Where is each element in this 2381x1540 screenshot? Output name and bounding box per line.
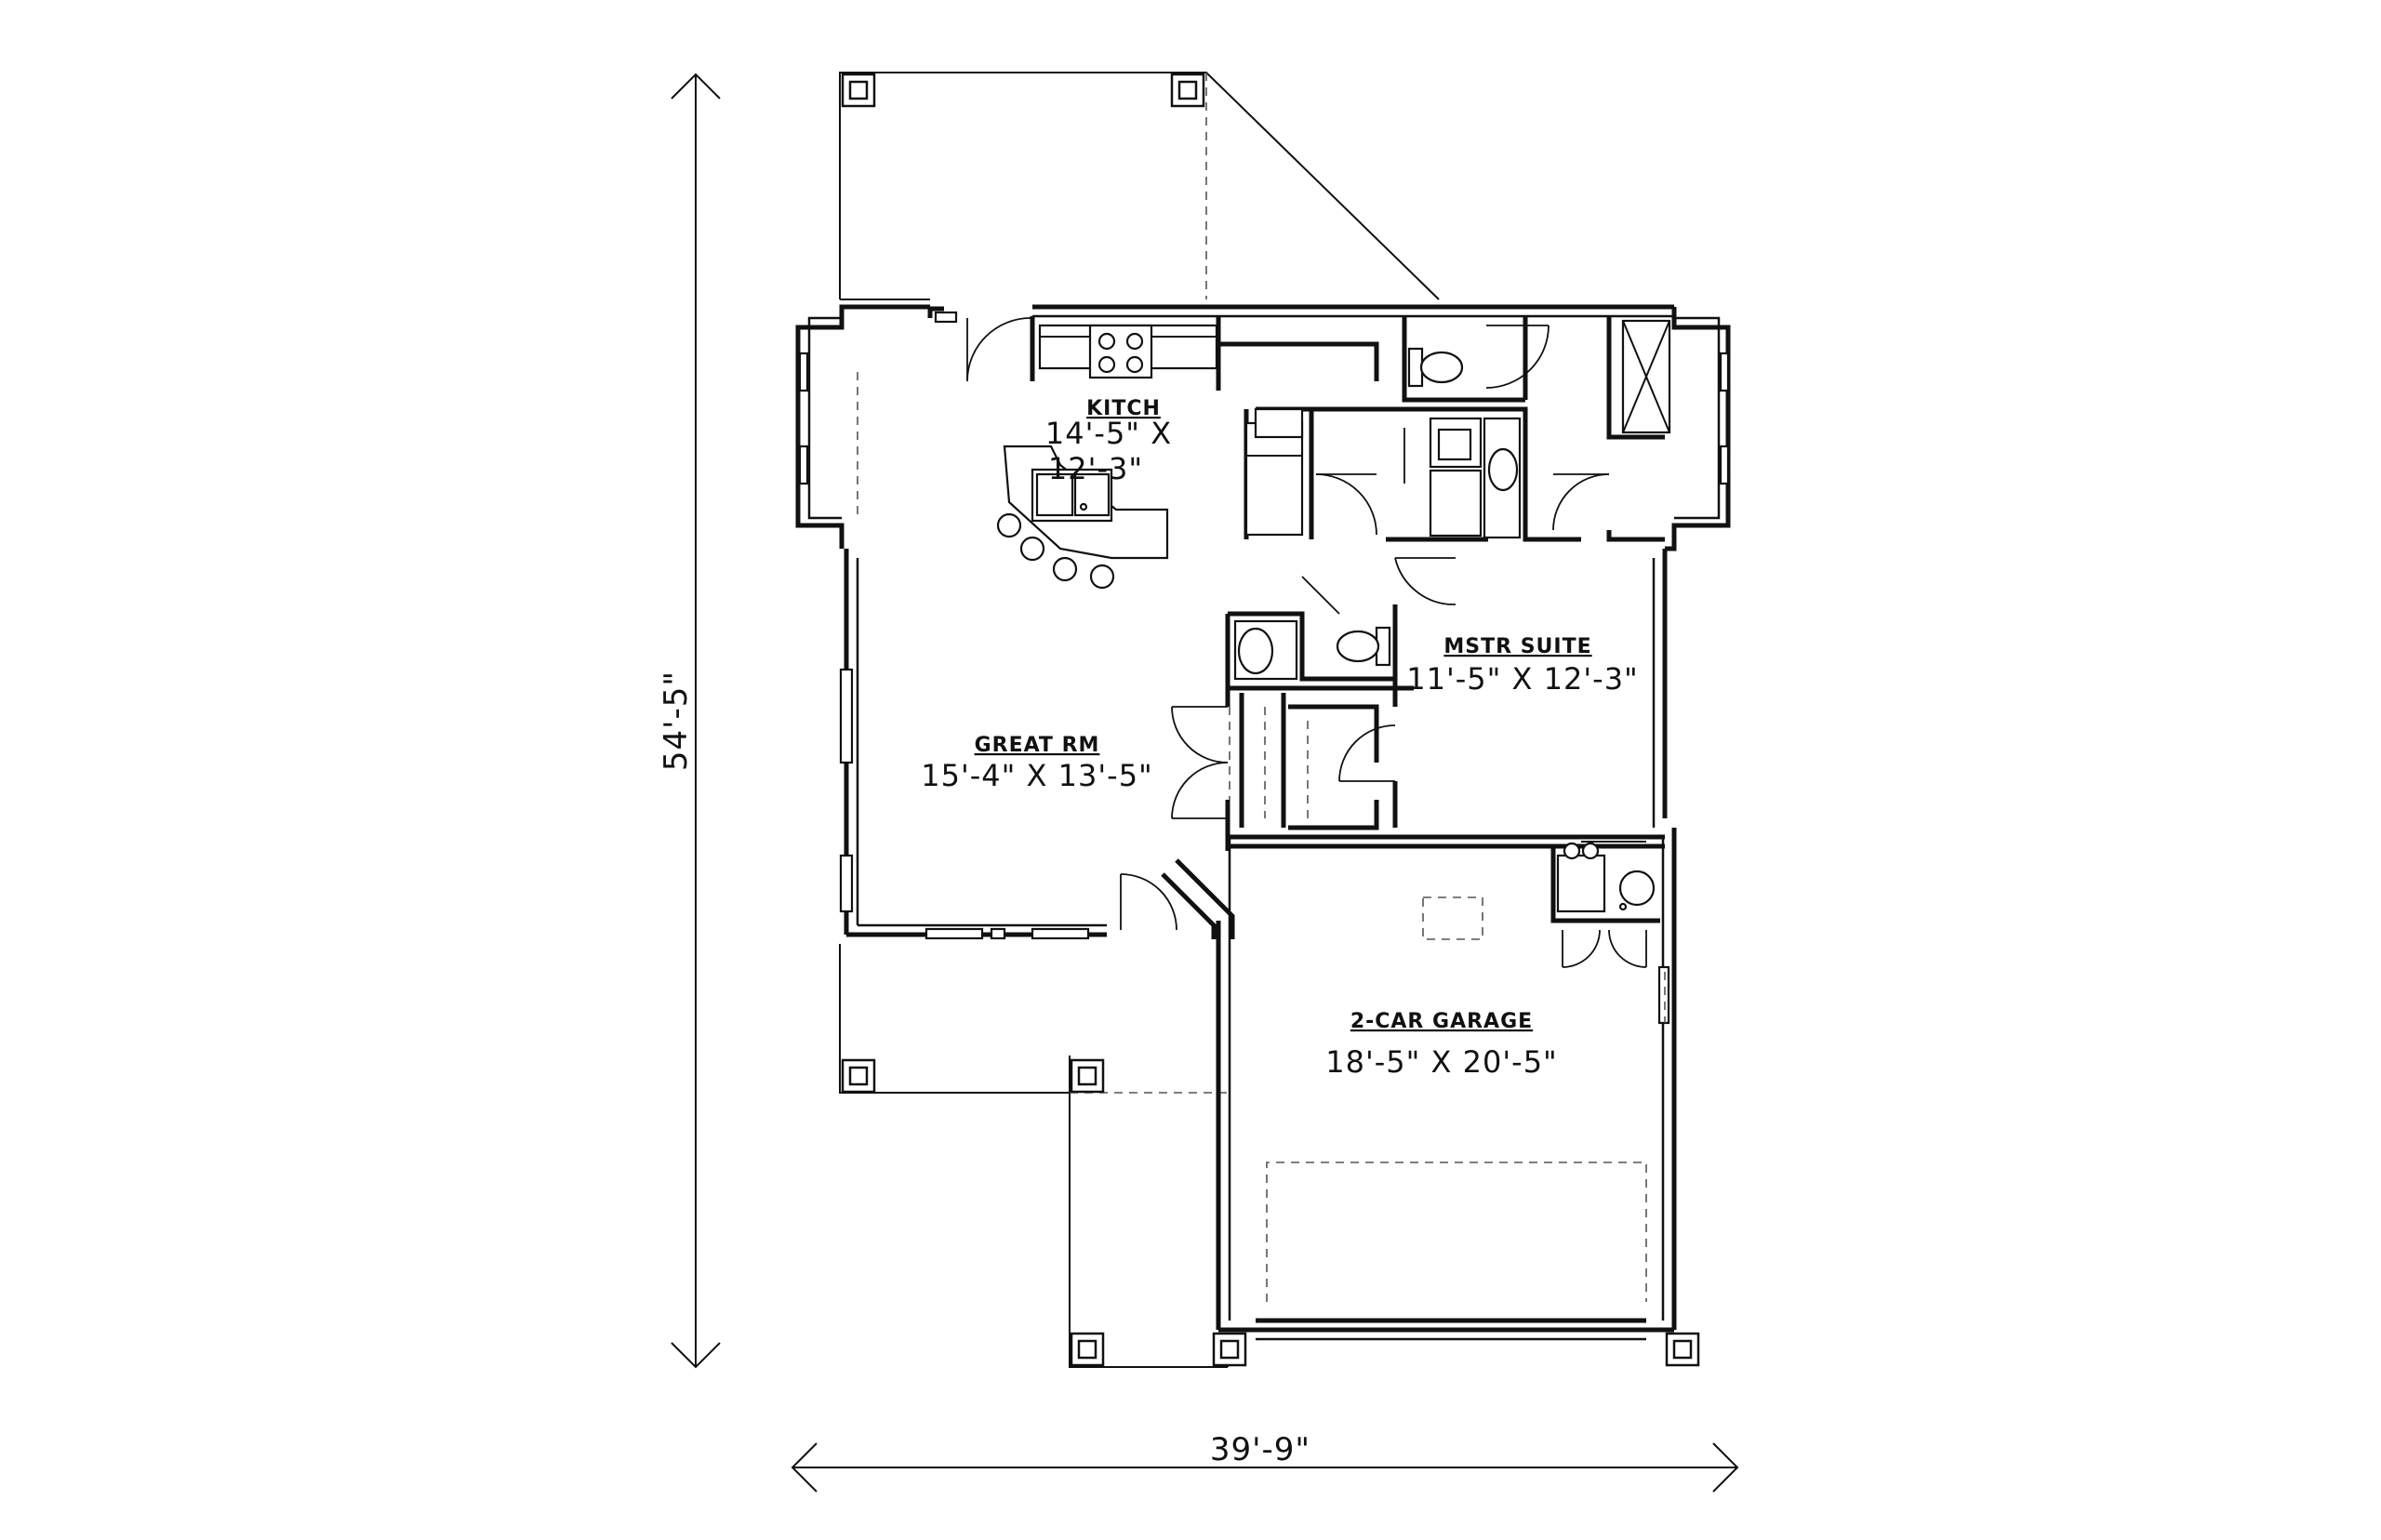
great-room-size: 15'-4" X 13'-5" [921, 758, 1153, 793]
garage-name: 2-CAR GARAGE [1350, 1010, 1533, 1033]
kitchen-size-line2: 12'-3" [1048, 451, 1143, 486]
overall-depth-label: 54'-5" [658, 670, 695, 771]
kitchen-size-line1: 14'-5" X [1045, 416, 1172, 451]
bath-fixtures [1233, 319, 1671, 913]
master-suite-size: 11'-5" X 12'-3" [1406, 661, 1639, 697]
vertical-dimension: 54'-5" [658, 73, 721, 1369]
back-porch [839, 944, 1229, 1368]
windows [798, 311, 1730, 1025]
room-labels: KITCH 14'-5" X 12'-3" GREAT RM 15'-4" X … [921, 397, 1639, 1080]
kitchen-fixtures [996, 324, 1304, 590]
garage-size: 18'-5" X 20'-5" [1325, 1044, 1558, 1080]
dashed-lines [857, 372, 1666, 1302]
doors [966, 317, 1647, 968]
front-porch-top [839, 72, 1440, 300]
overall-width-label: 39'-9" [1210, 1431, 1310, 1468]
horizontal-dimension: 39'-9" [791, 1431, 1739, 1493]
master-suite-name: MSTR SUITE [1443, 635, 1591, 658]
kitchen-name: KITCH [1086, 397, 1161, 420]
porch-posts [841, 73, 1700, 1367]
great-room-name: GREAT RM [975, 734, 1100, 757]
